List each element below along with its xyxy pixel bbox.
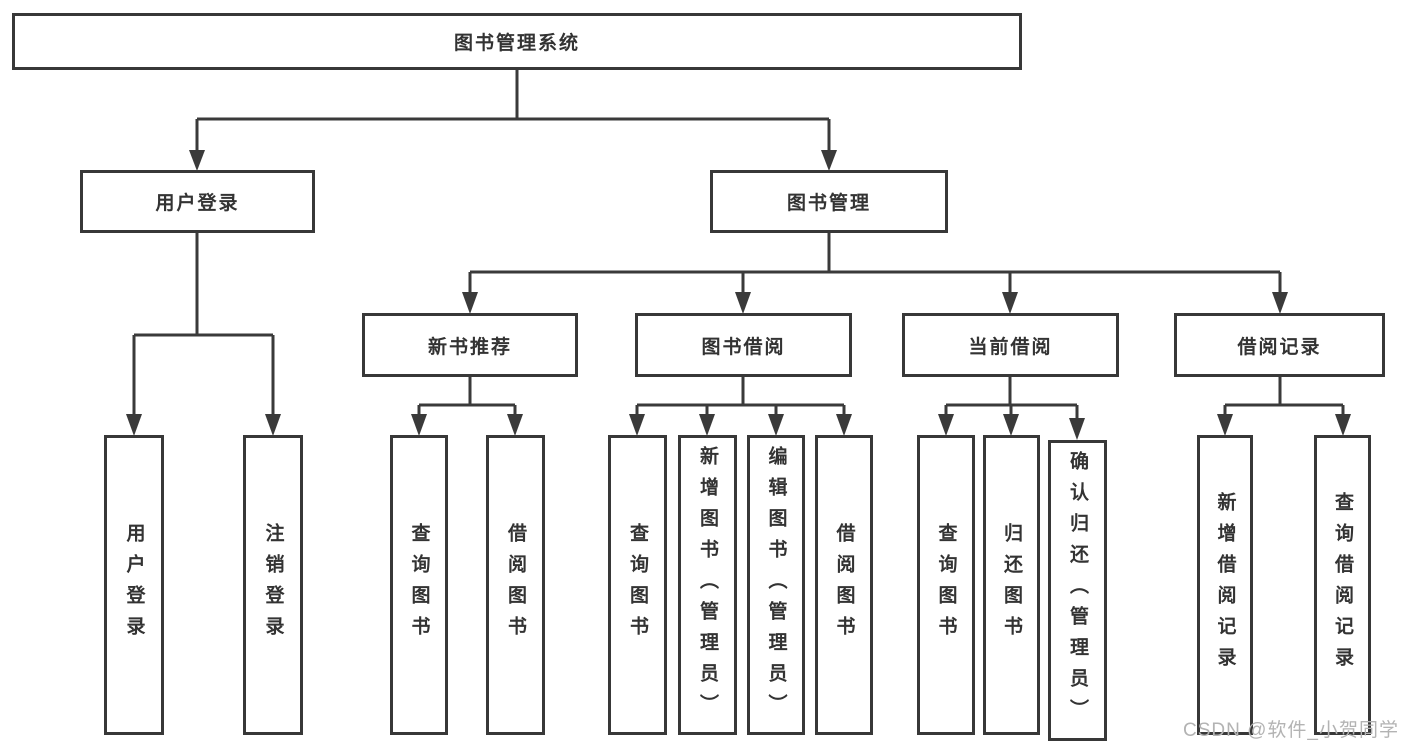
leaf-label: 编辑图书（管理员）	[765, 445, 787, 725]
leaf-user-login: 用户登录	[104, 435, 164, 735]
leaf-query-borrow-record: 查询借阅记录	[1314, 435, 1371, 735]
leaf-query-books: 查询图书	[608, 435, 667, 735]
node-label: 新书推荐	[427, 336, 512, 358]
leaf-label: 归还图书	[1001, 523, 1022, 647]
node-library-management-system: 图书管理系统	[12, 13, 1022, 70]
leaf-edit-books-admin: 编辑图书（管理员）	[747, 435, 805, 735]
leaf-query-books: 查询图书	[917, 435, 975, 735]
leaf-label: 借阅图书	[833, 523, 855, 647]
leaf-confirm-return-admin: 确认归还（管理员）	[1048, 440, 1107, 741]
node-borrow-records: 借阅记录	[1174, 313, 1385, 377]
node-label: 图书管理	[786, 193, 871, 214]
leaf-return-books: 归还图书	[983, 435, 1040, 735]
leaf-borrow-books: 借阅图书	[486, 435, 545, 735]
leaf-query-books: 查询图书	[390, 435, 448, 735]
node-user-login: 用户登录	[80, 170, 315, 233]
node-label: 用户登录	[155, 193, 240, 214]
node-current-borrow: 当前借阅	[902, 313, 1119, 377]
node-label: 图书管理系统	[453, 33, 580, 54]
leaf-label: 查询图书	[935, 523, 957, 647]
leaf-label: 新增图书（管理员）	[697, 445, 718, 725]
node-book-management: 图书管理	[710, 170, 948, 233]
leaf-add-books-admin: 新增图书（管理员）	[678, 435, 737, 735]
leaf-logout: 注销登录	[243, 435, 303, 735]
leaf-add-borrow-record: 新增借阅记录	[1197, 435, 1253, 735]
arrowheads	[126, 150, 1351, 440]
leaf-label: 用户登录	[123, 523, 145, 647]
node-label: 图书借阅	[701, 336, 786, 358]
csdn-watermark: CSDN @软件_小贺同学	[1183, 720, 1399, 741]
leaf-borrow-books: 借阅图书	[815, 435, 873, 735]
leaf-label: 借阅图书	[505, 523, 526, 647]
leaf-label: 注销登录	[262, 523, 284, 647]
leaf-label: 查询借阅记录	[1332, 492, 1353, 678]
leaf-label: 确认归还（管理员）	[1067, 451, 1088, 730]
node-label: 当前借阅	[968, 336, 1053, 358]
leaf-label: 查询图书	[408, 523, 430, 647]
leaf-label: 查询图书	[627, 523, 648, 647]
node-new-book-recommend: 新书推荐	[362, 313, 578, 377]
node-label: 借阅记录	[1237, 336, 1322, 358]
leaf-label: 新增借阅记录	[1214, 492, 1236, 678]
node-book-borrow: 图书借阅	[635, 313, 852, 377]
